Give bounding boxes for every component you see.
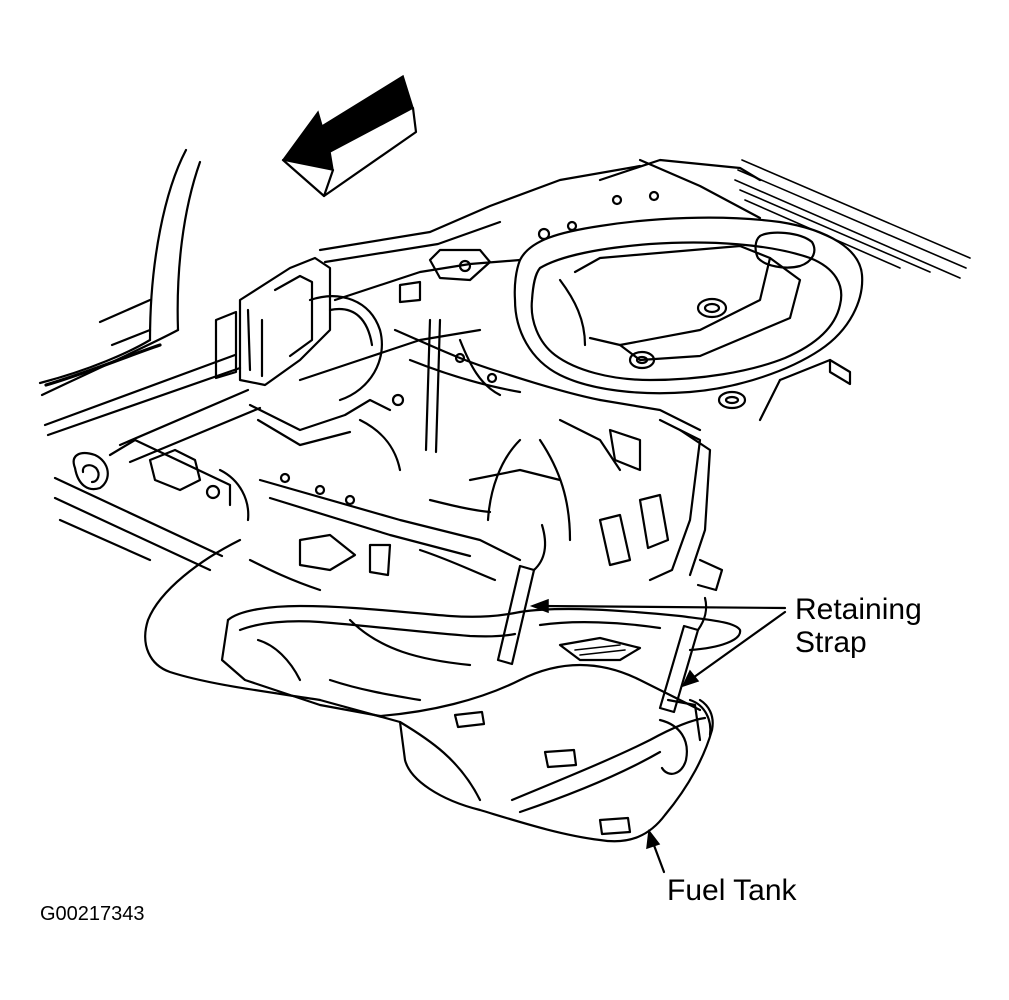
spare-tire-well	[513, 158, 864, 410]
retaining-straps	[496, 523, 708, 714]
fuel-tank-label: Fuel Tank	[667, 874, 797, 907]
rear-frame-rails	[238, 164, 660, 472]
left-rocker-rails	[53, 388, 262, 572]
left-quarter-panel	[38, 148, 242, 437]
right-quarter-panel	[734, 159, 971, 422]
fuel-tank	[144, 538, 742, 843]
retaining-strap-label-line1: Retaining	[795, 593, 922, 626]
leader-lines	[529, 598, 787, 874]
retaining-strap-label-line2: Strap	[795, 626, 867, 659]
retaining-strap-label: Retaining Strap	[795, 593, 922, 659]
figure-id: G00217343	[40, 903, 145, 925]
center-underbody	[148, 448, 562, 592]
right-side-brackets	[486, 398, 724, 592]
forward-direction-arrow-icon	[281, 74, 418, 198]
